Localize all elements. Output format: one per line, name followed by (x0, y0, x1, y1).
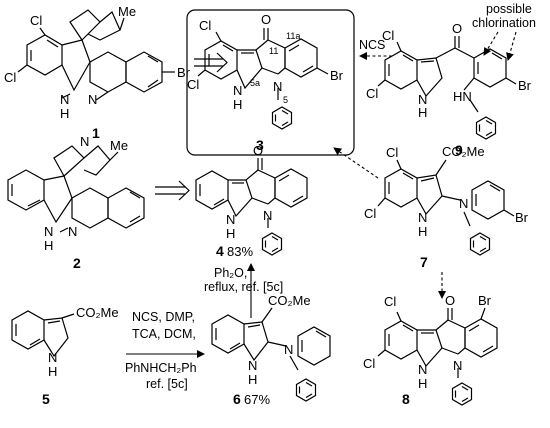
possible-chlorination-line2: chlorination (472, 16, 536, 30)
compound-4-structure (195, 158, 308, 256)
compound-6-h: H (248, 372, 257, 387)
compound-8-n: N (453, 358, 462, 373)
compound-7-n: N (459, 196, 468, 211)
compound-9-structure (377, 36, 517, 140)
compound-3-nh: N (233, 83, 242, 98)
compound-6-ester: CO₂Me (268, 293, 311, 308)
compound-1-nh: N (60, 92, 69, 107)
coupling-condition-2: TCA, DCM, (132, 327, 196, 341)
compound-4-h: H (226, 226, 235, 241)
compound-9-cl-top: Cl (382, 28, 394, 43)
compound-9-o: O (452, 21, 462, 36)
compound-6-structure (211, 307, 331, 402)
compound-5-structure (11, 310, 75, 358)
compound-6-yield: 67% (244, 392, 270, 407)
compound-4-label: 4 (216, 243, 224, 259)
compound-6-nh: N (248, 358, 257, 373)
compound-7-cl-top: Cl (386, 145, 398, 160)
compound-3-c11a-locant: 11a (286, 31, 300, 41)
compound-3-label: 3 (256, 137, 264, 153)
ncs-label: NCS (359, 38, 385, 52)
compound-8-h: H (418, 376, 427, 391)
compound-5-h: H (48, 364, 57, 379)
compound-8-o: O (445, 293, 455, 308)
compound-1-label: 1 (92, 125, 100, 141)
compound-3-o: O (261, 12, 271, 27)
reflux-condition: reflux, ref. [5c] (204, 280, 283, 294)
compound-2-h: H (44, 238, 53, 253)
possible-chlorination-line1: possible (486, 2, 532, 16)
compound-6-label: 6 (233, 391, 241, 407)
compound-1-cl-top: Cl (30, 13, 42, 28)
compound-4-n: N (263, 208, 272, 223)
compound-5-label: 5 (42, 391, 50, 407)
compound-9-br: Br (518, 78, 532, 93)
compound-3-cl-left: Cl (187, 77, 199, 92)
chlorination-arrow-right (506, 31, 517, 61)
compound-2-n: N (68, 224, 77, 239)
compound-7-structure (377, 159, 515, 256)
compound-6-n: N (284, 342, 293, 357)
compound-3-cl-top: Cl (199, 18, 211, 33)
compound-4-yield: 83% (227, 244, 253, 259)
retro-arrow-2 (155, 180, 190, 201)
compound-1-h: H (60, 106, 69, 121)
compound-8-structure (377, 307, 498, 406)
compound-3-structure (197, 28, 329, 130)
compound-9-label: 9 (455, 142, 463, 158)
compound-9-hn: HN (453, 89, 472, 104)
chlorination-arrow-left (483, 31, 499, 56)
compound-8-br: Br (478, 293, 492, 308)
compound-2-label: 2 (73, 255, 81, 271)
coupling-condition-3: PhNHCH₂Ph (125, 361, 197, 375)
compound-2-structure (7, 145, 145, 233)
target-compound-box (186, 9, 355, 156)
compound-3-c11-locant: 11 (269, 46, 278, 56)
compound-1-cl-left: Cl (4, 70, 16, 85)
compound-3-n5: N (273, 79, 282, 94)
compound-3-c5a-locant: 5a (250, 78, 260, 88)
compound-2-n-top: N (80, 134, 89, 149)
compound-7-label: 7 (420, 254, 428, 270)
ph2o-condition: Ph₂O, (214, 266, 247, 280)
retro-arrow-1 (194, 52, 228, 73)
compound-7-br: Br (515, 210, 529, 225)
compound-8-cl-top: Cl (384, 294, 396, 309)
compound-3-br: Br (330, 68, 344, 83)
compound-1-n: N (88, 92, 97, 107)
compound-1-me: Me (118, 4, 136, 19)
compound-8-nh: N (418, 362, 427, 377)
compound-7-nh: N (418, 210, 427, 225)
compound-5-ester: CO₂Me (76, 305, 119, 320)
compound-2-nh: N (44, 224, 53, 239)
compound-2-me: Me (110, 138, 128, 153)
compound-7-cl-bottom: Cl (364, 206, 376, 221)
compound-4-o: O (253, 143, 263, 158)
compound-5-nh: N (48, 350, 57, 365)
compound-9-h: H (418, 105, 427, 120)
coupling-condition-4: ref. [5c] (146, 377, 188, 391)
compound-7-h: H (418, 224, 427, 239)
arrow-7-to-3 (333, 147, 379, 179)
compound-9-nh: N (418, 92, 427, 107)
compound-8-cl-left: Cl (363, 356, 375, 371)
compound-7-ester: CO₂Me (442, 144, 485, 159)
compound-3-h: H (233, 97, 242, 112)
compound-1-structure (17, 9, 175, 101)
coupling-condition-1: NCS, DMP, (132, 310, 195, 324)
compound-8-label: 8 (402, 391, 410, 407)
compound-3-n5-locant: 5 (283, 95, 288, 105)
compound-4-nh: N (226, 212, 235, 227)
compound-9-cl-bottom: Cl (366, 86, 378, 101)
